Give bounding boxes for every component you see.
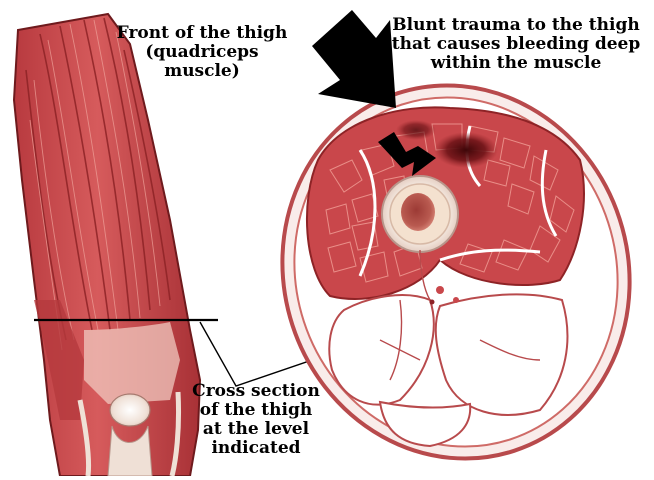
label-front-line-3: muscle) [104, 62, 300, 81]
label-section-line-4: indicated [178, 439, 334, 458]
label-front-line-1: Front of the thigh [104, 24, 300, 43]
label-front-line-2: (quadriceps [104, 43, 300, 62]
label-blunt-trauma: Blunt trauma to the thigh that causes bl… [384, 16, 648, 73]
label-section-line-1: Cross section [178, 382, 334, 401]
quadriceps-tendon [84, 322, 180, 404]
kneecap [110, 394, 150, 426]
label-section-line-2: of the thigh [178, 401, 334, 420]
vessel [436, 286, 444, 294]
label-trauma-line-3: within the muscle [384, 54, 648, 73]
bone-marrow [401, 193, 435, 231]
deep-bleeding-area [434, 132, 498, 168]
label-cross-section: Cross section of the thigh at the level … [178, 382, 334, 458]
label-front-of-thigh: Front of the thigh (quadriceps muscle) [104, 24, 300, 81]
label-trauma-line-2: that causes bleeding deep [384, 35, 648, 54]
label-section-line-3: at the level [178, 420, 334, 439]
label-trauma-line-1: Blunt trauma to the thigh [384, 16, 648, 35]
